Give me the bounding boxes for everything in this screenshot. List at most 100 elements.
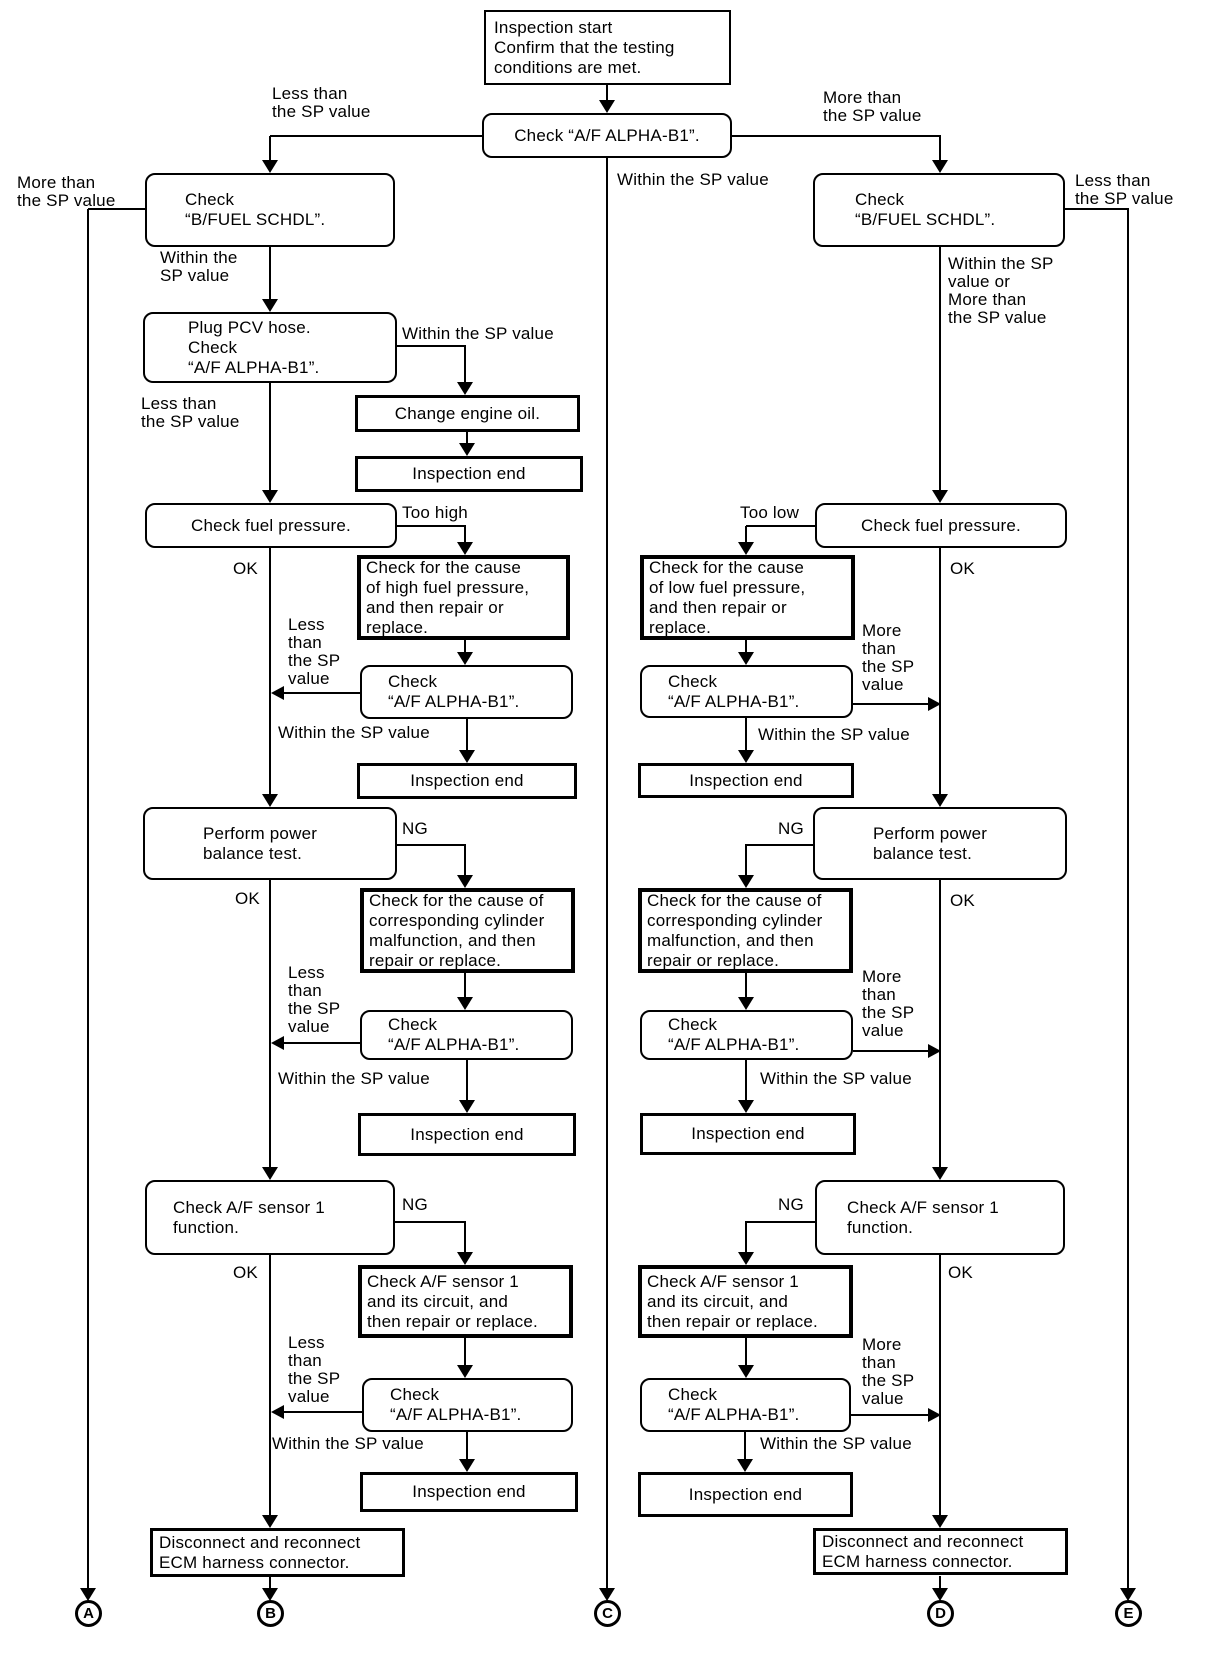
- power-balance-left-box: Perform power balance test.: [143, 807, 397, 880]
- flow-line: [1127, 209, 1129, 1589]
- edge-label-less-than-sp: Less than the SP value: [1075, 171, 1174, 208]
- arrow-down-icon: [738, 542, 754, 555]
- edge-label-ok: OK: [950, 891, 975, 910]
- connector-e: E: [1115, 1600, 1142, 1627]
- check-af-alpha-left-box-1: Check “A/F ALPHA-B1”.: [360, 665, 573, 719]
- flow-line: [853, 1050, 929, 1052]
- arrow-down-icon: [738, 875, 754, 888]
- arrow-down-icon: [459, 443, 475, 456]
- flow-line: [939, 547, 941, 795]
- edge-label-within-sp: Within the SP value: [617, 170, 769, 189]
- arrow-down-icon: [599, 1588, 615, 1601]
- arrow-down-icon: [457, 652, 473, 665]
- edge-label-within-or-more: Within the SP value or More than the SP …: [948, 254, 1054, 327]
- inspection-end-box-right-2: Inspection end: [640, 1113, 856, 1155]
- check-af-sensor-left-box: Check A/F sensor 1 function.: [145, 1180, 395, 1255]
- edge-label-within-sp: Within the SP value: [278, 723, 430, 742]
- arrow-down-icon: [738, 1365, 754, 1378]
- flow-line: [464, 346, 466, 383]
- inspection-end-box-right-3: Inspection end: [638, 1472, 853, 1517]
- flow-line: [464, 1337, 466, 1366]
- flow-line: [939, 879, 941, 1168]
- connector-b: B: [257, 1600, 284, 1627]
- arrow-down-icon: [932, 1515, 948, 1528]
- edge-label-within-sp: Within the SP value: [760, 1434, 912, 1453]
- edge-label-too-high: Too high: [402, 503, 468, 522]
- edge-label-within-sp: Within the SP value: [760, 1069, 912, 1088]
- flow-line: [466, 718, 468, 751]
- flow-line: [939, 246, 941, 491]
- check-af-alpha-right-box-3: Check “A/F ALPHA-B1”.: [640, 1378, 851, 1432]
- flow-line: [464, 526, 466, 543]
- arrow-down-icon: [932, 1588, 948, 1601]
- flow-line: [282, 692, 360, 694]
- edge-label-more-than-sp: More than the SP value: [862, 967, 915, 1040]
- check-af-alpha-left-box-2: Check “A/F ALPHA-B1”.: [360, 1010, 573, 1060]
- arrow-down-icon: [262, 299, 278, 312]
- flow-line: [397, 844, 466, 846]
- arrow-down-icon: [738, 997, 754, 1010]
- flow-line: [853, 703, 929, 705]
- plug-pcv-hose-box: Plug PCV hose. Check “A/F ALPHA-B1”.: [143, 312, 397, 383]
- arrow-down-icon: [459, 1459, 475, 1472]
- edge-label-ok: OK: [950, 559, 975, 578]
- edge-label-more-than-sp: More than the SP value: [17, 173, 116, 210]
- flow-line: [464, 639, 466, 653]
- check-af-alpha-left-box-3: Check “A/F ALPHA-B1”.: [362, 1378, 573, 1432]
- flow-line: [466, 1059, 468, 1101]
- inspection-end-box-left-1: Inspection end: [357, 763, 577, 799]
- arrow-down-icon: [738, 1252, 754, 1265]
- flow-line: [88, 208, 145, 210]
- flow-line: [939, 1576, 941, 1589]
- flow-line: [939, 136, 941, 160]
- arrow-right-icon: [928, 1044, 941, 1058]
- edge-label-more-than-sp: More than the SP value: [823, 88, 922, 125]
- check-af-alpha-right-box-1: Check “A/F ALPHA-B1”.: [640, 665, 853, 718]
- arrow-down-icon: [457, 997, 473, 1010]
- flow-line: [745, 844, 747, 876]
- edge-label-ok: OK: [233, 1263, 258, 1282]
- flow-line: [269, 382, 271, 491]
- flow-line: [745, 639, 747, 653]
- edge-label-ok: OK: [233, 559, 258, 578]
- disconnect-ecm-right-box: Disconnect and reconnect ECM harness con…: [813, 1528, 1068, 1575]
- check-af-alpha-right-box-2: Check “A/F ALPHA-B1”.: [640, 1010, 853, 1060]
- edge-label-less-than-sp: Less than the SP value: [272, 84, 371, 121]
- check-bfuel-schdl-right-box: Check “B/FUEL SCHDL”.: [813, 173, 1065, 247]
- arrow-down-icon: [262, 1167, 278, 1180]
- check-fuel-pressure-left-box: Check fuel pressure.: [145, 503, 397, 548]
- edge-label-ng: NG: [778, 819, 804, 838]
- arrow-down-icon: [932, 794, 948, 807]
- sensor-circuit-left-box: Check A/F sensor 1 and its circuit, and …: [358, 1265, 573, 1338]
- cause-cylinder-right-box: Check for the cause of corresponding cyl…: [638, 888, 853, 973]
- arrow-down-icon: [932, 160, 948, 173]
- flow-line: [745, 1337, 747, 1366]
- disconnect-ecm-left-box: Disconnect and reconnect ECM harness con…: [150, 1528, 405, 1577]
- edge-label-ng: NG: [402, 1195, 428, 1214]
- flow-line: [746, 525, 815, 527]
- arrow-down-icon: [459, 1100, 475, 1113]
- flow-line: [269, 1254, 271, 1516]
- edge-label-too-low: Too low: [740, 503, 800, 522]
- edge-label-ok: OK: [235, 889, 260, 908]
- arrow-down-icon: [738, 652, 754, 665]
- flow-line: [744, 1431, 746, 1460]
- flow-line: [282, 1411, 362, 1413]
- flow-line: [732, 135, 941, 137]
- arrow-down-icon: [262, 1515, 278, 1528]
- check-af-sensor-right-box: Check A/F sensor 1 function.: [815, 1180, 1065, 1255]
- arrow-down-icon: [262, 160, 278, 173]
- cause-high-fuel-pressure-box: Check for the cause of high fuel pressur…: [357, 555, 570, 640]
- arrow-down-icon: [457, 1365, 473, 1378]
- arrow-down-icon: [1120, 1588, 1136, 1601]
- edge-label-within-sp: Within the SP value: [272, 1434, 424, 1453]
- arrow-down-icon: [457, 542, 473, 555]
- arrow-down-icon: [457, 1252, 473, 1265]
- check-af-alpha-top-box: Check “A/F ALPHA-B1”.: [482, 113, 732, 158]
- sensor-circuit-right-box: Check A/F sensor 1 and its circuit, and …: [638, 1265, 853, 1338]
- check-bfuel-schdl-left-box: Check “B/FUEL SCHDL”.: [145, 173, 395, 247]
- check-fuel-pressure-right-box: Check fuel pressure.: [815, 503, 1067, 548]
- flow-line: [466, 431, 468, 444]
- inspection-end-box-left-3: Inspection end: [360, 1472, 578, 1512]
- edge-label-within-sp: Within the SP value: [278, 1069, 430, 1088]
